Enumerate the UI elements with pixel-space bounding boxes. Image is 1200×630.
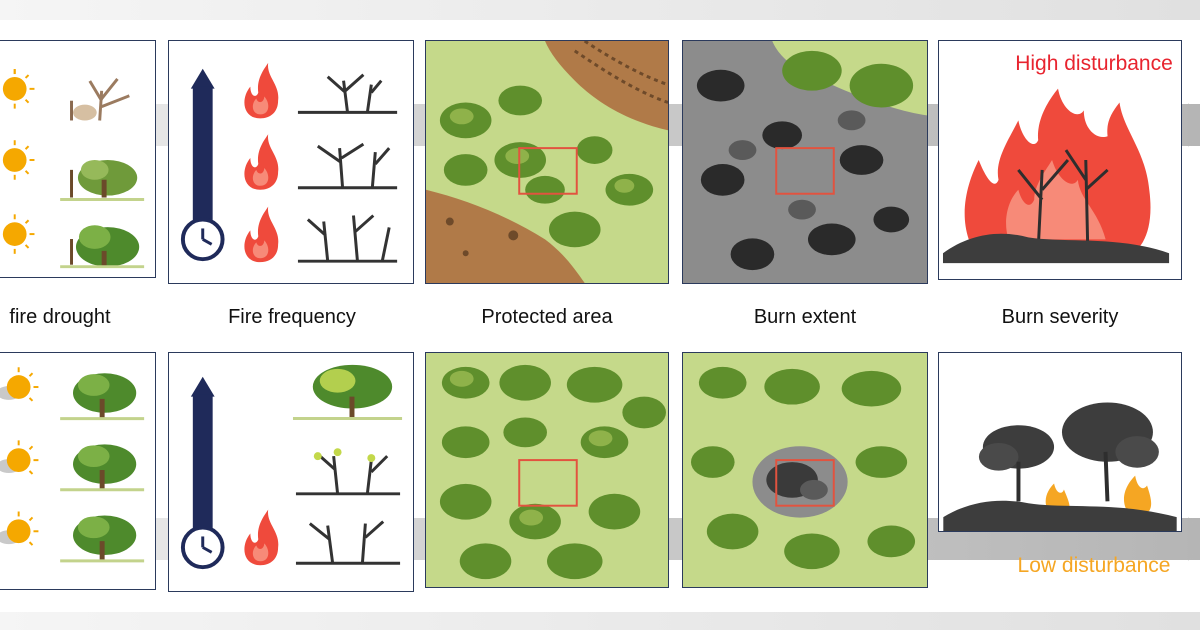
- extent-label: Burn extent: [753, 306, 857, 328]
- sun-icon: [0, 511, 39, 546]
- shrub-icon: [295, 453, 401, 565]
- logged-area: [426, 189, 585, 283]
- flame-icon: [244, 134, 279, 190]
- frequency-panel-low: [168, 352, 414, 592]
- burned-tree-icon: [70, 78, 130, 121]
- protected-panel-high: [425, 40, 669, 284]
- bottom-band: [0, 612, 1200, 630]
- drought-label: fire drought: [9, 306, 111, 328]
- severity-label: Burn severity: [1001, 306, 1119, 328]
- severity-panel-low: [938, 352, 1182, 532]
- flame-icon: [244, 206, 279, 263]
- protected-label: Protected area: [481, 306, 613, 328]
- tree-icon: [60, 159, 145, 201]
- drought-panel-low: [0, 352, 156, 590]
- study-plot-marker: [518, 459, 578, 507]
- tree-icon: [978, 402, 1159, 502]
- road-area: [545, 41, 668, 131]
- severity-panel-high: [938, 40, 1182, 280]
- sun-icon: [2, 214, 35, 254]
- extent-panel-low: [682, 352, 928, 588]
- sun-icon: [0, 367, 39, 402]
- high-band-arrowhead: [1188, 103, 1200, 147]
- burned-tree-icon: [1017, 149, 1109, 250]
- flame-icon: [244, 62, 279, 119]
- tree-icon: [60, 373, 145, 563]
- clock-icon: [180, 525, 225, 570]
- study-plot-marker: [775, 147, 835, 195]
- flame-icon: [244, 509, 279, 566]
- clock-icon: [180, 217, 225, 262]
- ground: [943, 500, 1177, 531]
- study-plot-marker: [775, 459, 835, 507]
- burned-tree-icon: [297, 73, 398, 263]
- wildfire-flames: [964, 88, 1151, 250]
- high-disturbance-label: High disturbance: [1015, 52, 1173, 75]
- flame-icon: [1045, 475, 1152, 512]
- extent-panel-high: [682, 40, 928, 284]
- low-disturbance-label: Low disturbance: [1017, 554, 1171, 577]
- sun-icon: [0, 440, 39, 475]
- tree-icon: [60, 225, 145, 269]
- frequency-arrow: [190, 68, 215, 226]
- low-band-arrowhead: [1188, 517, 1200, 561]
- sun-icon: [2, 69, 35, 109]
- tree-icon: [292, 364, 403, 420]
- middle-band: [0, 0, 1200, 20]
- study-plot-marker: [518, 147, 578, 195]
- drought-panel-high: [0, 40, 156, 278]
- frequency-label: Fire frequency: [228, 306, 356, 328]
- protected-panel-low: [425, 352, 669, 588]
- sun-icon: [2, 140, 35, 180]
- frequency-arrow: [190, 376, 215, 534]
- ground: [942, 233, 1170, 264]
- frequency-panel-high: [168, 40, 414, 284]
